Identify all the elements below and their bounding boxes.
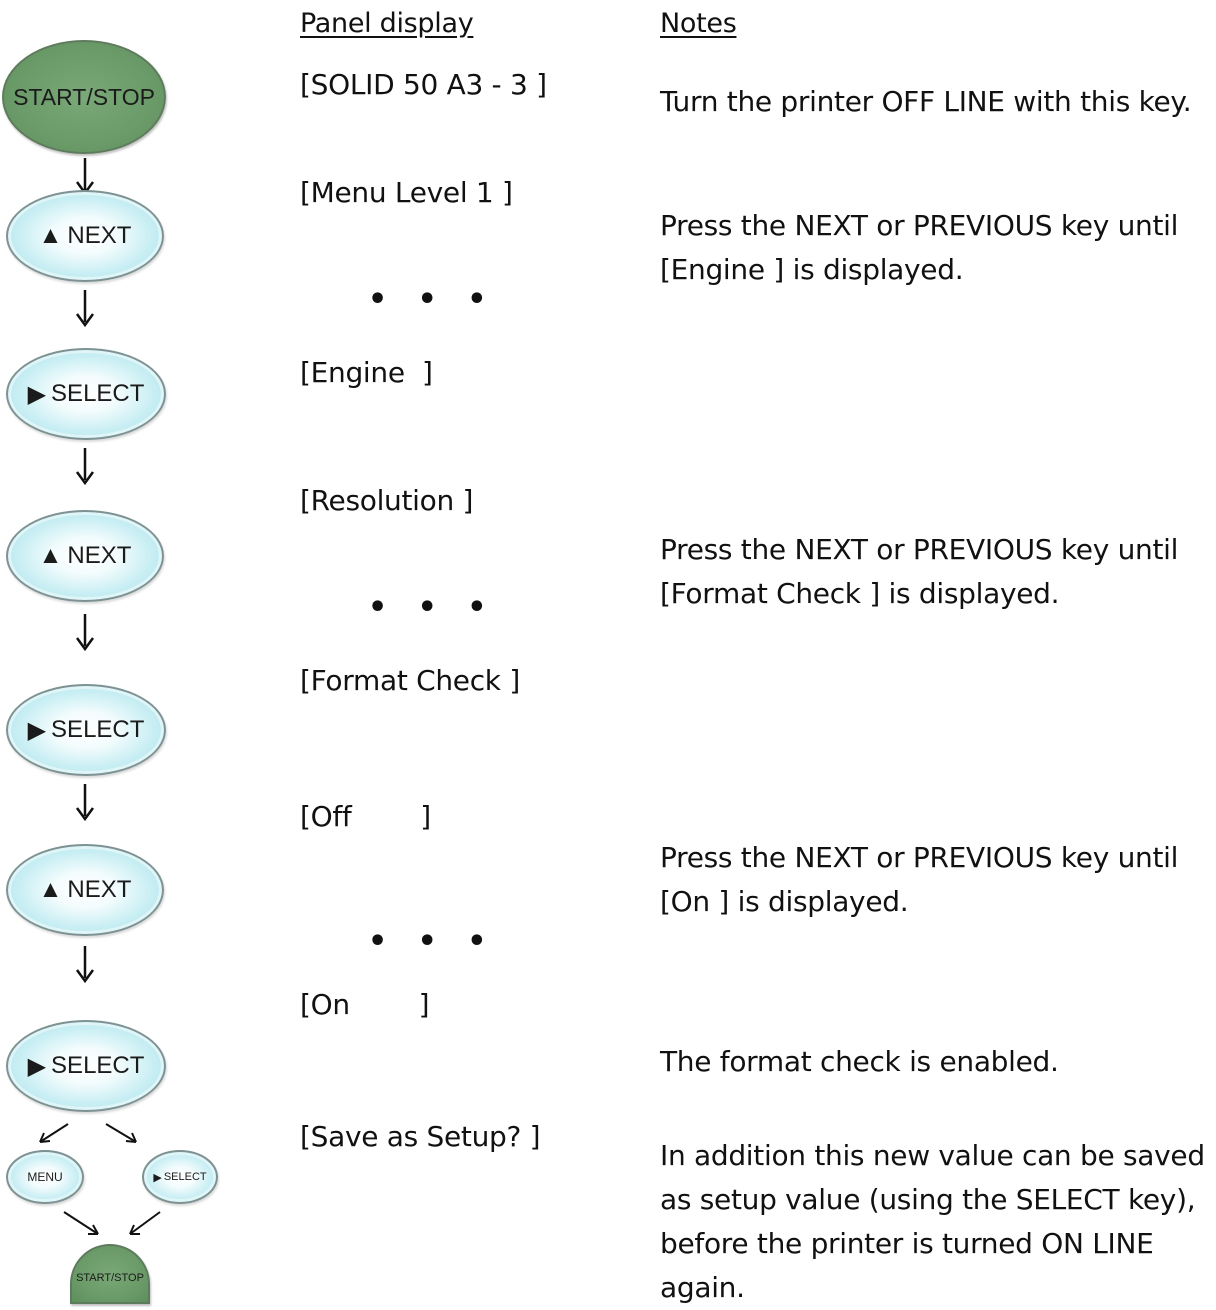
right-triangle-icon: ▶ xyxy=(27,1052,47,1080)
note-engine: Press the NEXT or PREVIOUS key until [En… xyxy=(660,209,1179,286)
start-stop-key-small[interactable]: START/STOP xyxy=(70,1244,150,1304)
panel-engine: [Engine ] xyxy=(300,356,433,389)
panel-resolution: [Resolution ] xyxy=(300,484,474,517)
note-format-check: Press the NEXT or PREVIOUS key until [Fo… xyxy=(660,533,1179,610)
note-enabled: The format check is enabled. xyxy=(660,1045,1059,1078)
ellipsis-dots: • • • xyxy=(368,590,497,625)
menu-key-label: MENU xyxy=(27,1170,63,1184)
down-arrow-icon xyxy=(75,614,95,652)
panel-off: [Off ] xyxy=(300,800,431,833)
up-triangle-icon: ▲ xyxy=(38,876,63,903)
select-key-label: SELECT xyxy=(51,716,145,743)
panel-solid: [SOLID 50 A3 - 3 ] xyxy=(300,68,547,101)
select-key[interactable]: ▶SELECT xyxy=(6,1020,166,1112)
notes-header: Notes xyxy=(660,8,737,39)
next-key-label: NEXT xyxy=(67,222,132,249)
right-triangle-icon: ▶ xyxy=(153,1171,162,1184)
next-key[interactable]: ▲NEXT xyxy=(6,844,164,936)
ellipsis-dots: • • • xyxy=(368,924,497,959)
note-on: Press the NEXT or PREVIOUS key until [On… xyxy=(660,841,1179,918)
note-offline: Turn the printer OFF LINE with this key. xyxy=(660,85,1192,118)
down-arrow-icon xyxy=(75,290,95,328)
panel-on: [On ] xyxy=(300,988,430,1021)
select-key[interactable]: ▶SELECT xyxy=(6,348,166,440)
select-key[interactable]: ▶SELECT xyxy=(6,684,166,776)
panel-format-check: [Format Check ] xyxy=(300,664,520,697)
ellipsis-dots: • • • xyxy=(368,282,497,317)
next-key-label: NEXT xyxy=(67,876,132,903)
note-save-setup: In addition this new value can be saved … xyxy=(660,1139,1205,1304)
panel-save-setup: [Save as Setup? ] xyxy=(300,1120,541,1153)
panel-display-header: Panel display xyxy=(300,8,474,39)
down-arrow-icon xyxy=(75,448,95,486)
right-triangle-icon: ▶ xyxy=(27,716,47,744)
select-key-label: SELECT xyxy=(163,1171,207,1183)
menu-key[interactable]: MENU xyxy=(6,1150,84,1204)
panel-menu-level: [Menu Level 1 ] xyxy=(300,176,513,209)
up-triangle-icon: ▲ xyxy=(38,542,63,569)
select-key-label: SELECT xyxy=(51,1052,145,1079)
down-arrow-icon xyxy=(75,784,95,822)
next-key-label: NEXT xyxy=(67,542,132,569)
select-key-small[interactable]: ▶SELECT xyxy=(142,1150,218,1204)
down-arrow-icon xyxy=(75,946,95,984)
converge-arrows-icon xyxy=(63,1211,161,1235)
diverge-arrows-icon xyxy=(39,1123,137,1143)
up-triangle-icon: ▲ xyxy=(38,222,63,249)
select-key-label: SELECT xyxy=(51,380,145,407)
start-stop-key-label: START/STOP xyxy=(13,83,155,110)
start-stop-key[interactable]: START/STOP xyxy=(2,40,166,154)
next-key[interactable]: ▲NEXT xyxy=(6,190,164,282)
start-stop-key-label: START/STOP xyxy=(76,1272,144,1284)
right-triangle-icon: ▶ xyxy=(27,380,47,408)
next-key[interactable]: ▲NEXT xyxy=(6,510,164,602)
